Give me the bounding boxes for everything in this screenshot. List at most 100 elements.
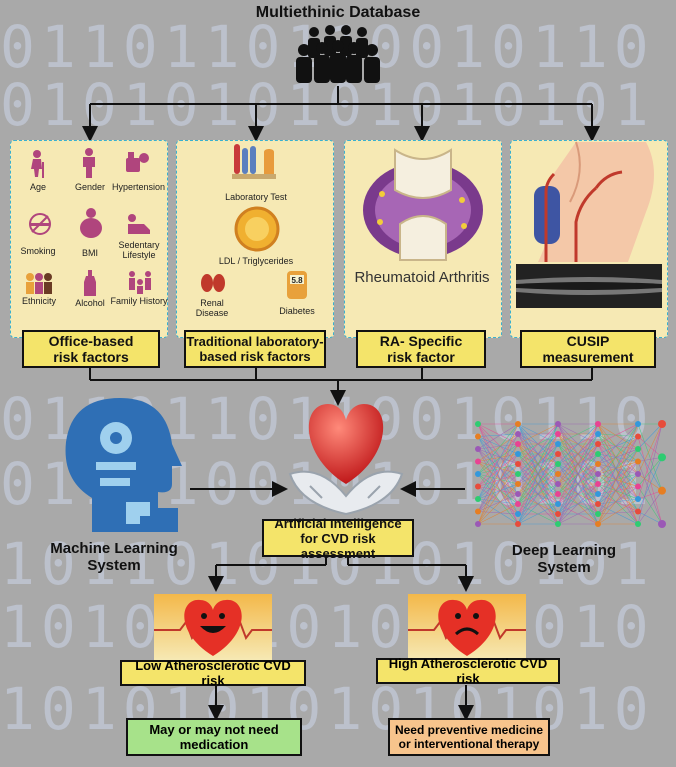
low-risk-outcome: May or may not need medication <box>126 718 302 756</box>
network-node <box>658 486 666 495</box>
network-edge <box>477 448 519 485</box>
network-edge <box>477 486 519 495</box>
network-edge <box>477 436 519 455</box>
diabetes-label: Diabetes <box>279 306 315 316</box>
network-node <box>555 461 561 467</box>
carotid-neck-image <box>534 141 654 262</box>
hypertension-label: Hypertension <box>112 182 166 192</box>
family-history-icon <box>129 271 151 294</box>
network-edge <box>597 463 639 475</box>
network-edge <box>477 448 519 465</box>
network-node <box>475 446 481 452</box>
network-edge <box>637 423 663 475</box>
network-node <box>635 471 641 477</box>
laboratory-test-label: Laboratory Test <box>225 192 287 202</box>
network-edge <box>597 436 639 455</box>
network-edge <box>597 453 639 487</box>
network-edge <box>597 433 639 462</box>
network-edge <box>637 457 663 487</box>
network-edge <box>597 453 639 462</box>
network-edge <box>477 493 519 512</box>
network-edge <box>477 461 519 495</box>
network-edge <box>597 433 639 437</box>
cusip-label: CUSIP measurement <box>520 330 656 368</box>
ultrasound-image <box>516 264 662 308</box>
ai-heart-icon <box>288 404 404 516</box>
ra-risk-label: RA- Specific risk factor <box>356 330 486 368</box>
network-edge <box>477 433 519 437</box>
network-edge <box>517 503 559 525</box>
network-node <box>515 421 521 427</box>
network-edge <box>557 503 599 525</box>
network-edge <box>477 443 519 475</box>
network-edge <box>637 423 663 525</box>
network-edge <box>637 436 663 525</box>
ethnicity-icon <box>26 273 52 294</box>
network-edge <box>477 498 519 525</box>
network-edge <box>477 461 519 515</box>
network-node <box>555 471 561 477</box>
network-node <box>475 496 481 502</box>
network-node <box>635 446 641 452</box>
network-node <box>555 491 561 497</box>
network-edge <box>517 423 559 505</box>
ra-image-text: Rheumatoid Arthritis <box>354 269 490 286</box>
network-edge <box>597 443 639 500</box>
network-node <box>515 451 521 457</box>
network-node <box>515 521 521 527</box>
network-edge <box>477 423 519 475</box>
sedentary-label: Sedentary Lifestyle <box>118 240 160 260</box>
ethnicity-label: Ethnicity <box>21 296 56 306</box>
network-edge <box>597 423 639 500</box>
hypertension-icon <box>126 152 149 172</box>
network-edge <box>477 423 519 445</box>
network-edge <box>477 453 519 462</box>
network-edge <box>597 461 639 515</box>
diagram-title: Multiethinic Database <box>255 4 421 21</box>
network-edge <box>557 423 599 525</box>
deep-learning-network-icon <box>475 420 666 528</box>
bmi-label: BMI <box>81 248 98 258</box>
network-node <box>635 521 641 527</box>
network-node <box>515 431 521 437</box>
network-node <box>475 471 481 477</box>
machine-learning-label: Machine Learning System <box>50 540 178 574</box>
age-label: Age <box>29 182 46 192</box>
network-edge <box>597 473 639 505</box>
machine-learning-head-icon <box>65 398 182 532</box>
kidney-icon <box>201 274 225 292</box>
network-edge <box>637 423 663 491</box>
network-edge <box>477 461 519 475</box>
network-node <box>555 501 561 507</box>
network-edge <box>517 423 559 465</box>
network-edge <box>597 473 639 485</box>
network-edge <box>597 511 639 515</box>
network-edge <box>477 463 519 475</box>
network-edge <box>637 461 663 525</box>
network-node <box>515 481 521 487</box>
network-node <box>595 431 601 437</box>
network-edge <box>477 443 519 500</box>
network-node <box>515 511 521 517</box>
network-node <box>595 451 601 457</box>
network-edge <box>517 463 559 525</box>
network-edge <box>597 436 639 475</box>
network-edge <box>637 457 663 462</box>
network-edge <box>557 423 599 465</box>
network-edge <box>477 433 519 487</box>
network-node <box>595 491 601 497</box>
network-edge <box>597 483 639 500</box>
network-edge <box>597 423 639 450</box>
people-group-icon <box>296 25 380 83</box>
network-edge <box>597 436 639 515</box>
lipid-cell-icon <box>234 206 280 252</box>
sad-heart-icon <box>408 599 526 656</box>
network-node <box>595 461 601 467</box>
network-edge <box>477 473 519 485</box>
network-node <box>595 521 601 527</box>
network-edge <box>597 423 639 445</box>
ai-risk-assessment-label: Artificial Intelligence for CVD risk ass… <box>262 516 414 561</box>
network-edge <box>477 433 519 462</box>
binary-row: 1010101010101010 <box>0 593 655 661</box>
network-node <box>595 441 601 447</box>
